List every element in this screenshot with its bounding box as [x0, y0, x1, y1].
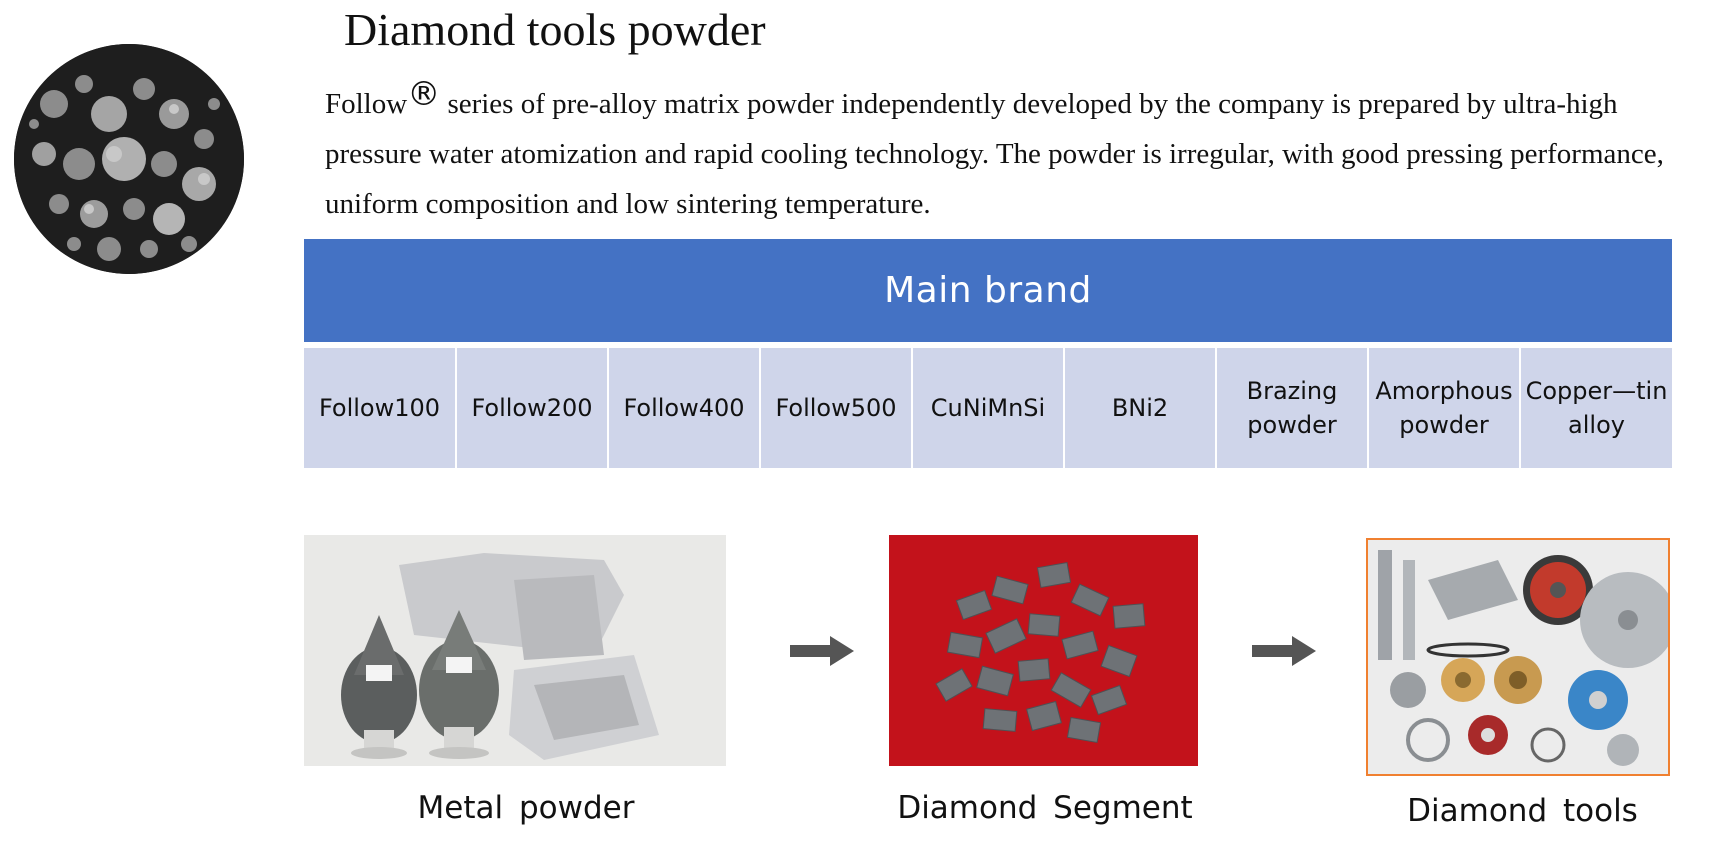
brand-table: Main brand Follow100 Follow200 Follow400…	[304, 239, 1672, 468]
metal-powder-caption: Metal powder	[417, 790, 635, 826]
brand-cell-follow500: Follow500	[760, 345, 913, 468]
powder-micrograph-graphic	[14, 44, 244, 274]
intro-brand-word: Follow	[325, 88, 408, 120]
brand-cell-follow200: Follow200	[456, 345, 609, 468]
arrow-right-icon	[1252, 636, 1316, 666]
intro-text: series of pre-alloy matrix powder indepe…	[325, 88, 1664, 220]
diamond-tools-graphic	[1368, 540, 1668, 774]
brand-cell-brazing-powder: Brazing powder	[1216, 345, 1369, 468]
brand-table-header: Main brand	[304, 239, 1672, 348]
intro-paragraph: Follow® series of pre-alloy matrix powde…	[325, 77, 1710, 229]
metal-powder-graphic	[304, 535, 726, 766]
diamond-segment-image	[889, 535, 1198, 766]
arrow-right-graphic	[1252, 636, 1316, 666]
brand-cell-copper-tin-alloy: Copper—tin alloy	[1520, 345, 1672, 468]
brand-cell-cunimnsi: CuNiMnSi	[912, 345, 1065, 468]
brand-cell-bni2: BNi2	[1064, 345, 1217, 468]
powder-micrograph-image	[14, 44, 244, 274]
arrow-right-icon	[790, 636, 854, 666]
registered-mark: ®	[407, 74, 441, 113]
diamond-segment-graphic	[889, 535, 1198, 766]
brand-cell-amorphous-powder: Amorphous powder	[1368, 345, 1521, 468]
brand-cell-follow100: Follow100	[304, 345, 457, 468]
brand-cell-follow400: Follow400	[608, 345, 761, 468]
arrow-right-graphic	[790, 636, 854, 666]
metal-powder-image	[304, 535, 726, 766]
diamond-segment-caption: Diamond Segment	[897, 790, 1193, 826]
diamond-tools-caption: Diamond tools	[1407, 793, 1638, 829]
diamond-tools-image	[1366, 538, 1670, 776]
brand-row: Follow100 Follow200 Follow400 Follow500 …	[304, 345, 1672, 468]
page-title: Diamond tools powder	[344, 4, 766, 55]
